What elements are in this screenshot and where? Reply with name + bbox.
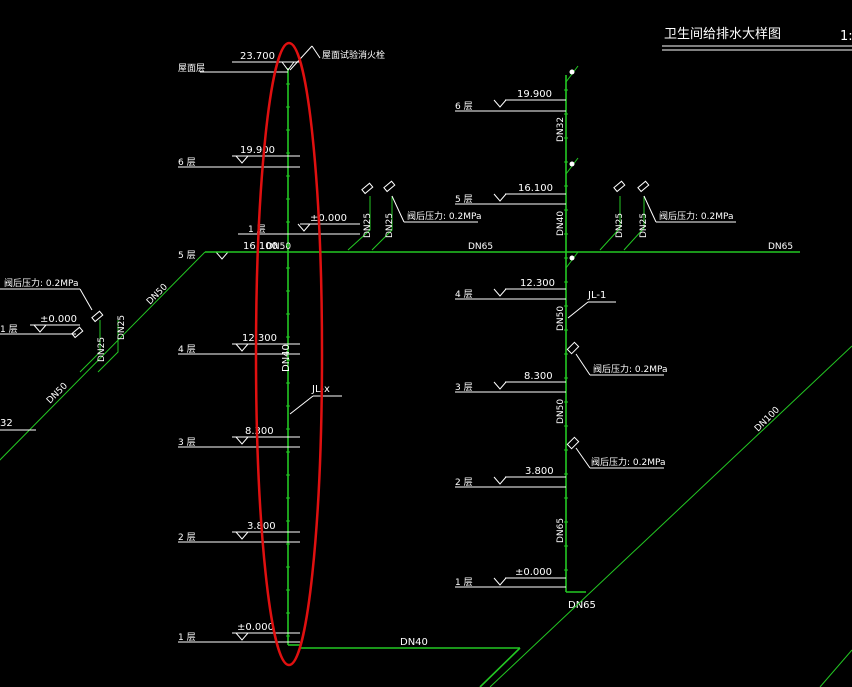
right-floor-name-2: 2 层 [455,477,473,488]
right-branch-valve-a-icon [613,180,626,193]
main-pipe-diam: DN65 [468,242,493,252]
left-riser-group: 屋面层 23.700 6 层 19.900 5 层 16.100 4 层 12.… [178,45,521,687]
left-branch-floor: 1 层 [248,224,266,235]
right-floor-name-4: 4 层 [455,289,473,300]
right-branch-diam-a: DN25 [615,213,625,238]
dn100-diagonal-pipe [489,345,852,687]
right-valve-3-icon [566,436,580,450]
left-floor-name-1: 1 层 [178,632,196,643]
left-riser-diameter: DN40 [281,344,292,372]
right-floor-name-6: 6 层 [455,101,473,112]
left-valve-a-icon [361,182,374,195]
right-valve-6-icon [569,161,575,167]
right-floor-name-1: 1 层 [455,577,473,588]
left-frag-floor: 1 层 [0,324,18,335]
right-elev-3: 8.300 [524,371,553,382]
right-elev-2: 3.800 [525,466,554,477]
right-branch-diam-b: DN25 [639,213,649,238]
left-floor-level-1: 1 层 ±0.000 [178,622,300,643]
right-valve-5-icon [569,255,575,261]
right-pressure-3: 阀后压力: 0.2MPa [659,210,734,222]
right-floor-level-1: 1 层 ±0.000 [455,567,566,588]
right-floor-level-2: 2 层 3.800 [455,466,566,488]
left-diagonal-pipe [0,251,206,461]
right-bottom-diam: DN65 [568,600,596,611]
highlight-ellipse [254,41,324,667]
right-seg-diam-4: DN50 [556,399,566,424]
right-pressure-1: 阀后压力: 0.2MPa [593,363,668,375]
right-floor-level-6: 6 层 19.900 [455,89,566,112]
left-frag-edge-label: 32 [0,418,13,429]
left-floor-level-4: 4 层 12.300 [178,333,300,355]
right-seg-diam-1: DN32 [556,117,566,142]
left-elev-5: 16.100 [243,241,278,252]
bottom-pipe-diag [479,647,521,687]
right-elev-1: ±0.000 [515,567,552,578]
left-floor-name-3: 3 层 [178,437,196,448]
left-branch-diam-a: DN25 [363,213,373,238]
drawing-title: 卫生间给排水大样图 [664,27,781,42]
left-floor-name-2: 2 层 [178,532,196,543]
left-frag-valve-b-icon [91,310,104,323]
left-branch-diam-b: DN25 [385,213,395,238]
right-seg-diam-5: DN65 [556,518,566,543]
left-floor-level-3: 3 层 8.300 [178,426,300,448]
right-floor-level-5: 5 层 16.100 [455,183,566,205]
right-branch-valve-b-icon [637,180,650,193]
left-frag-valve-a-icon [71,326,84,339]
left-branch-pressure: 阀后压力: 0.2MPa [407,210,482,222]
right-main-pipe-diam: DN65 [768,242,793,252]
right-floor-level-3: 3 层 8.300 [455,371,566,393]
right-elev-6: 19.900 [517,89,552,100]
dn100-label: DN100 [753,405,782,434]
left-floor-name-6: 6 层 [178,157,196,168]
drawing-scale: 1: [840,29,852,44]
left-branch-1f: 1 层 ±0.000 DN50 DN25 DN25 阀后压力: 0.2MPa [238,180,482,252]
title-block: 卫生间给排水大样图 1: [662,27,852,51]
left-diagonal-diam: DN50 [145,282,170,307]
roof-hydrant-note: 屋面试验消火栓 [322,49,385,61]
left-elev-1: ±0.000 [237,622,274,633]
left-frag-elev: ±0.000 [40,314,77,325]
horizontal-main: DN65 DN65 DN50 DN40 [0,242,800,648]
right-floor-name-5: 5 层 [455,194,473,205]
left-branch-elev: ±0.000 [310,213,347,224]
left-fragment: 阀后压力: 0.2MPa 1 层 ±0.000 DN25 DN25 DN50 3… [0,277,127,431]
left-frag-diam-a: DN25 [97,337,107,362]
left-elev-4: 12.300 [242,333,277,344]
right-seg-diam-2: DN40 [556,211,566,236]
left-frag-diam-c: DN50 [45,381,70,406]
left-valve-b-icon [383,180,396,193]
left-frag-diam-b: DN25 [117,315,127,340]
left-elev-roof: 23.700 [240,51,275,62]
left-floor-level-2: 2 层 3.800 [178,521,300,543]
right-floor-level-4: 4 层 12.300 [455,278,566,300]
right-seg-diam-3: DN50 [556,306,566,331]
right-pressure-2: 阀后压力: 0.2MPa [591,456,666,468]
right-floor-name-3: 3 层 [455,382,473,393]
left-riser-id: JL-x [311,384,330,395]
right-elev-4: 12.300 [520,278,555,289]
bottom-pipe-diam: DN40 [400,637,428,648]
right-riser-id: JL-1 [587,290,606,301]
left-elev-3: 8.300 [245,426,274,437]
left-main-diam: DN50 [266,242,291,252]
left-frag-pressure: 阀后压力: 0.2MPa [4,277,79,289]
left-floor-name-5: 5 层 [178,250,196,261]
left-floor-level-roof: 屋面层 23.700 [178,51,300,74]
right-valve-4-icon [566,341,580,355]
right-top-valve-icon [569,69,575,75]
left-floor-name-roof: 屋面层 [178,63,205,74]
right-elev-5: 16.100 [518,183,553,194]
left-floor-level-6: 6 层 19.900 [178,145,300,168]
right-riser-group: 6 层 19.900 5 层 16.100 4 层 12.300 3 层 8.3… [455,65,852,687]
left-floor-name-4: 4 层 [178,344,196,355]
left-elev-6: 19.900 [240,145,275,156]
